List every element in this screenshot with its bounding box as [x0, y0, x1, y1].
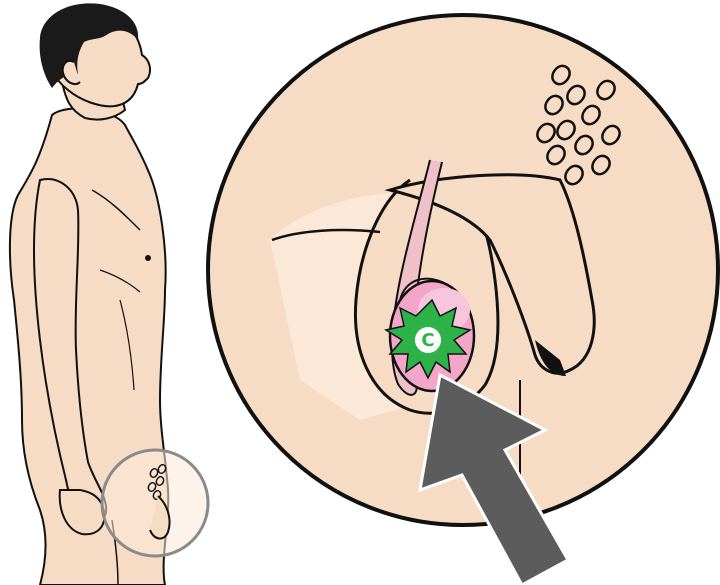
magnified-view: C — [208, 15, 718, 585]
standing-man-figure — [10, 3, 208, 585]
man-nipple — [145, 255, 151, 261]
marker-label: C — [421, 330, 434, 351]
highlight-circle — [102, 450, 208, 556]
